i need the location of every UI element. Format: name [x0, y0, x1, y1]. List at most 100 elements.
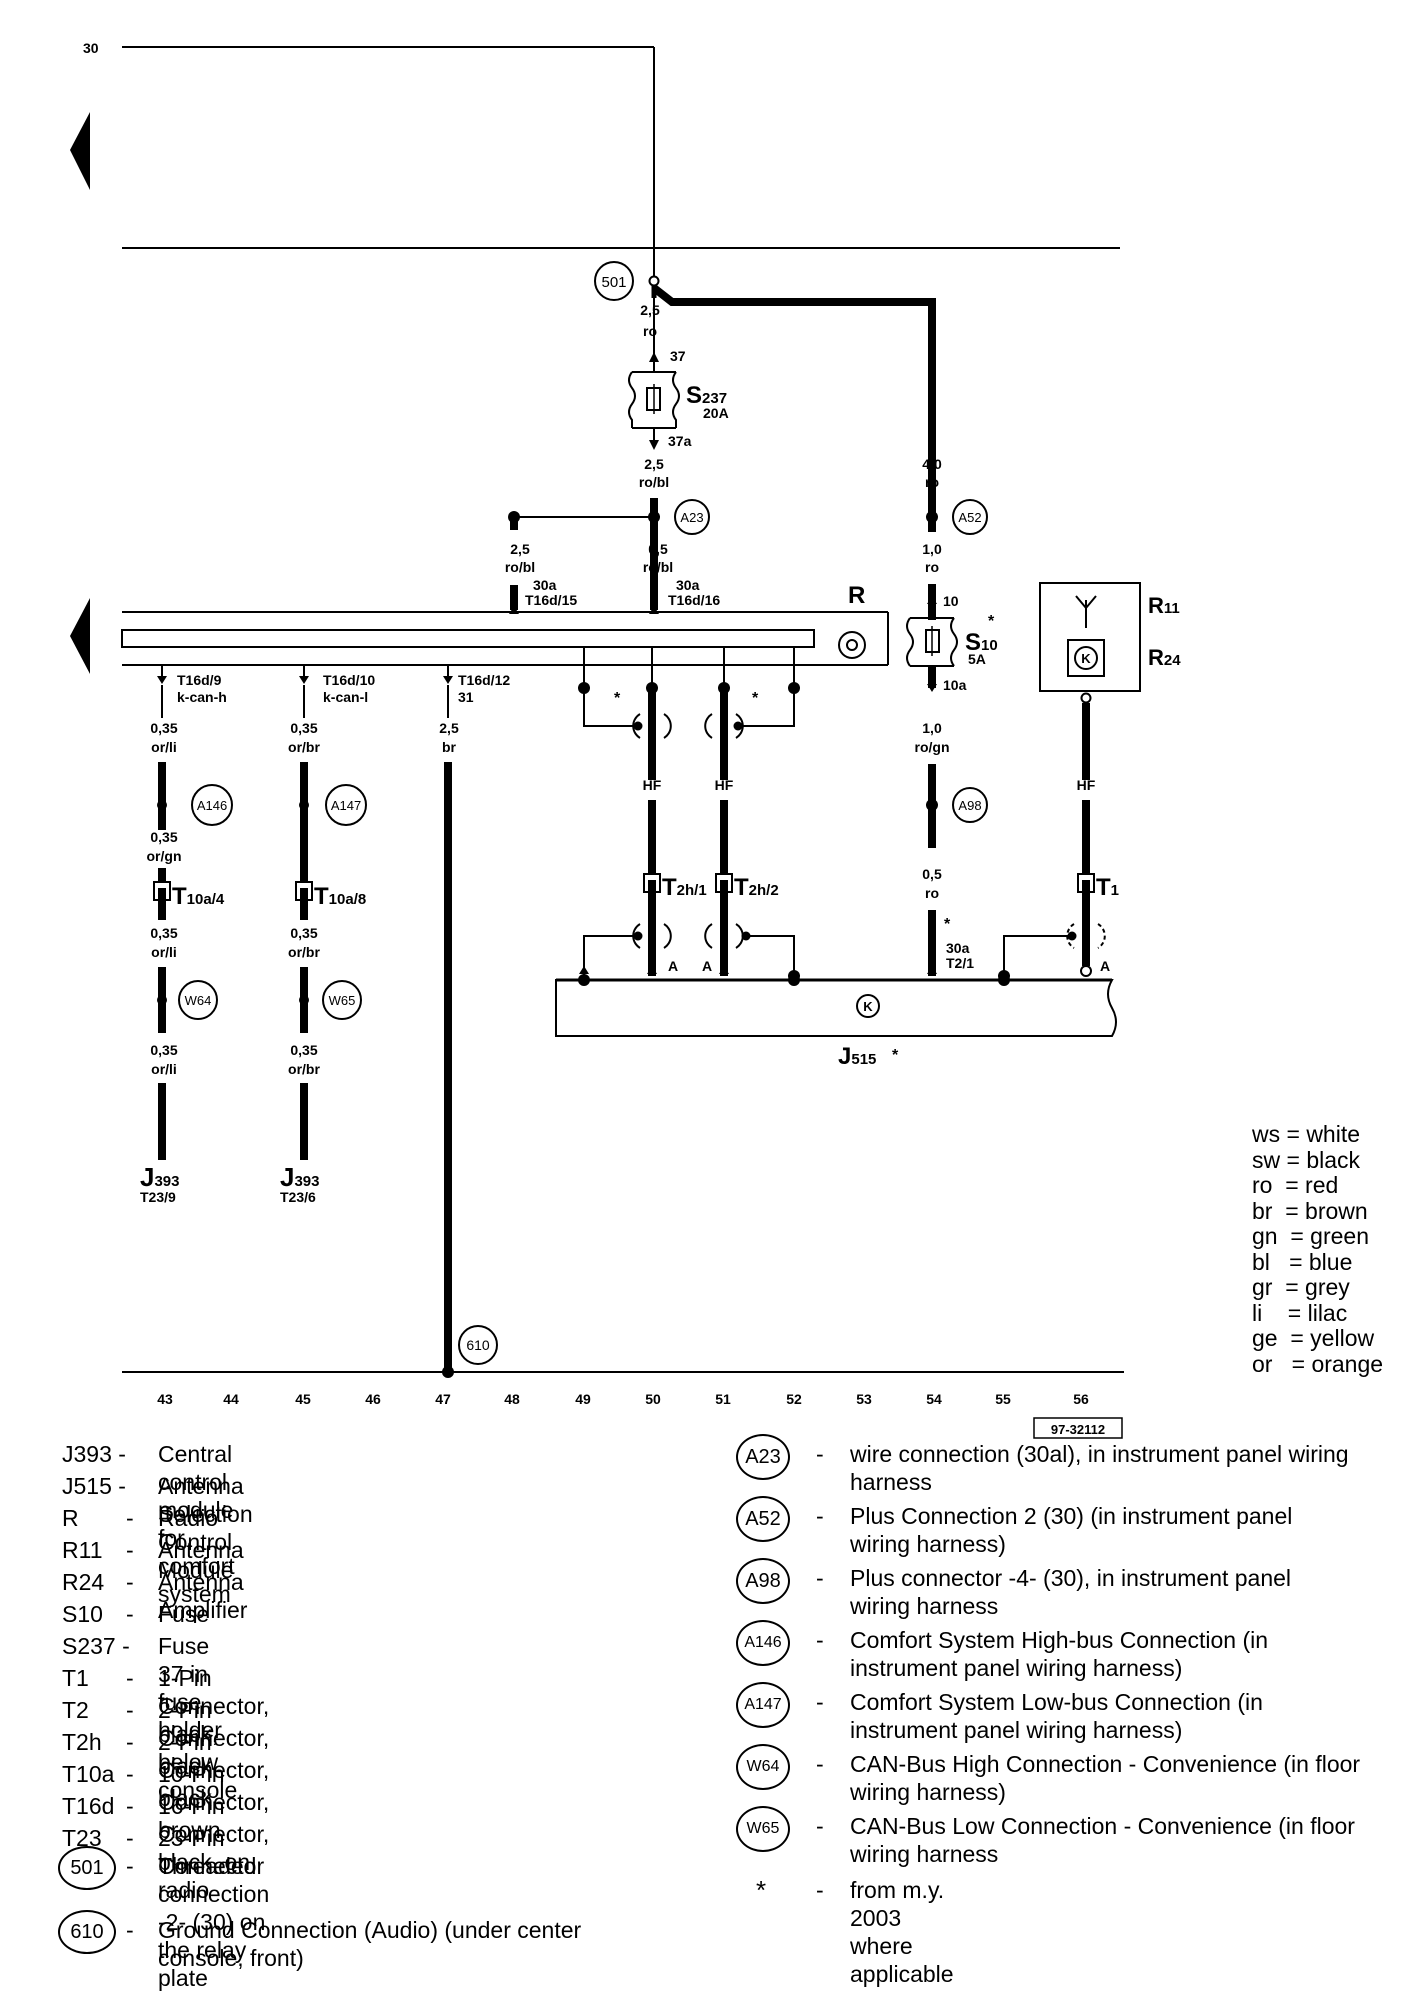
- legend-desc: Radio: [158, 1505, 219, 1531]
- track-number: 48: [504, 1391, 520, 1407]
- fuse-s10-rating: 5A: [968, 651, 986, 667]
- legend-circled-code: A52: [736, 1496, 790, 1542]
- antenna-pin-a: A: [702, 958, 712, 974]
- legend-desc: CAN-Bus Low Connection - Convenience (in…: [850, 1813, 1355, 1867]
- legend-circled-code: 501: [58, 1846, 116, 1890]
- legend-dash: -: [126, 1825, 134, 1851]
- legend-desc: 16-Pin Connector, black, on radio: [158, 1793, 270, 1903]
- track-number: 47: [435, 1391, 451, 1407]
- antenna-pin-a: A: [668, 958, 678, 974]
- terminal-30-label: 30: [83, 40, 99, 56]
- wire-size-label: 4,0: [922, 456, 942, 472]
- legend-dash: -: [126, 1505, 134, 1531]
- wire-size-label: 1,0: [922, 720, 942, 736]
- left-arrow-icon: [70, 112, 90, 190]
- legend-desc: Antenna Amplifier: [158, 1569, 248, 1623]
- color-code: sw = black: [1252, 1146, 1361, 1173]
- wire-size-label: 0,35: [290, 720, 317, 736]
- legend-desc: 23-Pin Connector: [158, 1825, 265, 1879]
- wiring-diagram: 30 501 2,5 ro 37 S237 20A 37a 2,5 ro/bl …: [70, 40, 1181, 1439]
- wire-size-label: 0,5: [922, 866, 942, 882]
- wire-color-label: or/gn: [147, 848, 182, 864]
- terminal-point-501: [648, 275, 660, 287]
- connection-a147-label: A147: [331, 798, 361, 813]
- connection-a147-badge: [325, 784, 367, 826]
- legend-circled-code: 610: [58, 1910, 116, 1954]
- legend-dash: -: [126, 1917, 134, 1943]
- legend-desc: Comfort System Low-bus Connection (in in…: [850, 1689, 1263, 1743]
- wire-size-label: 0,5: [648, 541, 668, 557]
- asterisk-note: *: [988, 613, 995, 630]
- connection-w64-label: W64: [185, 993, 212, 1008]
- j393-label: J393: [140, 1162, 180, 1192]
- fuse-pin-label: 37: [670, 348, 686, 364]
- j515-pin-label: T2/1: [946, 955, 974, 971]
- j515-indicator-icon: [856, 994, 880, 1018]
- figure-id: 97-32112: [1051, 1422, 1105, 1437]
- legend-code: J515 -: [62, 1473, 126, 1499]
- legend-dash: -: [816, 1627, 824, 1653]
- connection-a98-label: A98: [958, 798, 981, 813]
- color-code: or = orange: [1252, 1350, 1384, 1377]
- j393-label-2: J393: [280, 1162, 320, 1192]
- connection-w64-badge: [178, 980, 218, 1020]
- asterisk-note: *: [944, 916, 951, 933]
- antenna-pin-a: A: [1100, 958, 1110, 974]
- connection-a146-label: A146: [197, 798, 227, 813]
- legend-code: T1: [62, 1665, 89, 1691]
- wire-4-0-ro: [651, 284, 936, 498]
- legend-desc: 1-Pin Connector, black, below console: [158, 1665, 270, 1803]
- legend-desc: from m.y. 2003 where applicable: [850, 1877, 954, 1987]
- wire-color-label: or/br: [288, 739, 320, 755]
- track-number: 45: [295, 1391, 311, 1407]
- radio-pin-label: T16d/16: [668, 592, 720, 608]
- legend-code: S237 -: [62, 1633, 130, 1659]
- legend-desc: Antenna: [158, 1537, 244, 1563]
- radio-pin-label: k-can-h: [177, 689, 227, 705]
- legend-dash: -: [816, 1813, 824, 1839]
- color-code: ge = yellow: [1252, 1325, 1375, 1351]
- legend-dash: -: [816, 1503, 824, 1529]
- radio-pin-label: 30a: [533, 577, 557, 593]
- legend-code: J393 -: [62, 1441, 126, 1467]
- track-number: 54: [926, 1391, 942, 1407]
- connection-a98-badge: [952, 787, 988, 823]
- track-number: 51: [715, 1391, 731, 1407]
- connector-t10a8-label: T10a/8: [314, 883, 366, 910]
- ground-610-badge: [458, 1325, 498, 1365]
- wire-color-label: ro: [925, 885, 939, 901]
- ground-610-label: 610: [466, 1337, 490, 1353]
- legend-circled-code: A147: [736, 1682, 790, 1728]
- legend-dash: -: [126, 1729, 134, 1755]
- hf-label: HF: [1077, 777, 1096, 793]
- fuse-s10-label: S10: [965, 629, 998, 656]
- radio-pin-label: k-can-l: [323, 689, 368, 705]
- hf-label: HF: [643, 777, 662, 793]
- legend-dash: -: [126, 1793, 134, 1819]
- connection-a146-badge: [191, 784, 233, 826]
- fuse-pin-label-out: 37a: [668, 433, 692, 449]
- legend-code: S10: [62, 1601, 103, 1627]
- connection-a52-badge: [952, 499, 988, 535]
- legend-desc: Antenna Selection Control Module: [158, 1473, 253, 1583]
- j515-module: K J515 *: [555, 978, 1117, 1070]
- asterisk-note: *: [614, 690, 621, 707]
- radio-pin-label: 30a: [676, 577, 700, 593]
- track-number: 53: [856, 1391, 872, 1407]
- wire-color-label: or/li: [151, 1061, 177, 1077]
- wire-size-label: 2,5: [644, 456, 664, 472]
- legend-desc: Comfort System High-bus Connection (in i…: [850, 1627, 1268, 1681]
- radio-pin-label: T16d/10: [323, 672, 375, 688]
- color-code: gn = green: [1252, 1223, 1370, 1249]
- radio-pin-label: T16d/15: [525, 592, 577, 608]
- connection-501-label: 501: [601, 274, 626, 291]
- amplifier-r24-label: R24: [1148, 645, 1181, 670]
- legend-dash: -: [816, 1565, 824, 1591]
- legend-desc: Ground Connection (Audio) (under center …: [158, 1917, 582, 1971]
- wire-color-label: ro: [925, 474, 939, 490]
- legend-dash: -: [126, 1569, 134, 1595]
- wire-size-label: 2,5: [510, 541, 530, 557]
- legend-circled-code: A146: [736, 1620, 790, 1666]
- wire-size-label: 0,35: [290, 925, 317, 941]
- color-code-key: ws = white sw = black ro = red br = brow…: [1252, 1121, 1384, 1377]
